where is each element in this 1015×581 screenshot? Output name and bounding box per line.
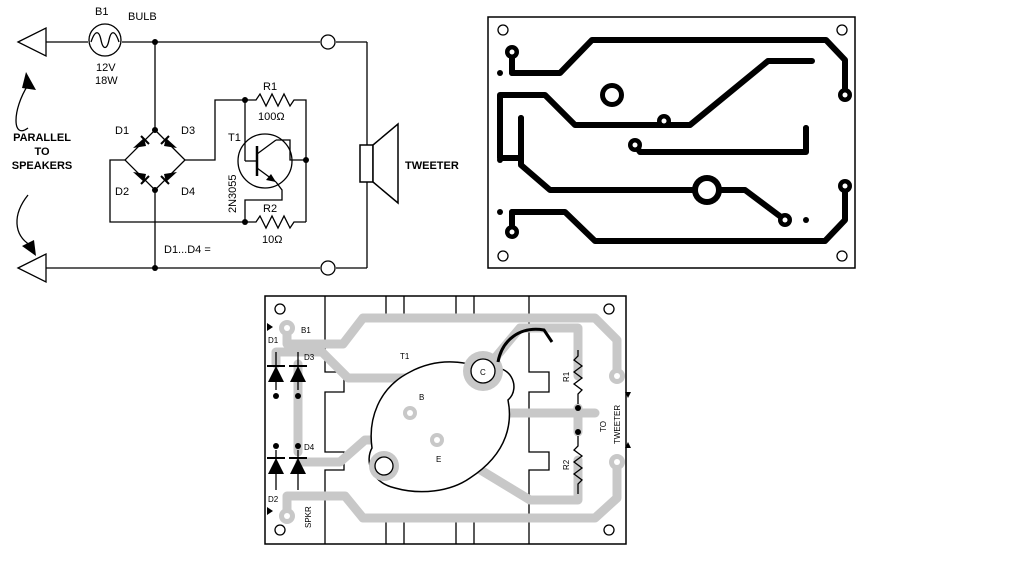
layout-label-tweeter: TWEETER — [613, 405, 622, 444]
layout-label-d4: D4 — [304, 443, 315, 452]
layout-label-d1: D1 — [268, 336, 279, 345]
marker-spkr — [267, 507, 273, 515]
output-terminal-bottom — [320, 260, 336, 276]
label-d4: D4 — [181, 186, 195, 198]
tweeter-label: TWEETER — [405, 160, 459, 172]
transistor-part: 2N3055 — [227, 174, 239, 213]
pad-base-hole — [407, 410, 413, 416]
pcb-track-view — [487, 16, 856, 269]
marker-b1 — [267, 323, 273, 331]
mount-hole — [274, 524, 286, 536]
bulb-ref: B1 — [95, 6, 108, 18]
layout-r1 — [572, 350, 584, 404]
edge-pads — [279, 320, 625, 524]
arrow-curve-bottom — [16, 194, 31, 246]
mount-hole — [497, 24, 509, 36]
r2-resistor — [245, 214, 306, 230]
label-d2: D2 — [115, 186, 129, 198]
pcb-pads — [497, 45, 852, 239]
bulb-voltage: 12V — [96, 62, 116, 74]
r1-resistor — [245, 92, 307, 222]
pad-collector-ring — [470, 358, 496, 384]
r1-ref: R1 — [263, 81, 277, 93]
layout-label-d3: D3 — [304, 353, 315, 362]
speaker-terminal-top — [16, 26, 47, 58]
bulb-symbol — [88, 23, 122, 57]
diode-note: D1...D4 = — [164, 244, 211, 256]
bridge-left-wire — [109, 159, 245, 223]
arrow-head-top — [22, 72, 36, 90]
r2-ref: R2 — [263, 203, 277, 215]
bulb-label: BULB — [128, 11, 157, 23]
label-d1: D1 — [115, 125, 129, 137]
transistor-outline — [368, 361, 515, 493]
output-terminal-top — [320, 34, 336, 50]
junction-dot — [575, 405, 581, 411]
layout-diodes — [267, 352, 307, 490]
mount-hole — [603, 524, 615, 536]
layout-label-b: B — [419, 393, 424, 402]
r2-value: 10Ω — [262, 234, 282, 246]
copper-tracks — [497, 37, 848, 244]
mount-hole — [497, 250, 509, 262]
mount-hole — [836, 24, 848, 36]
mount-hole — [603, 303, 615, 315]
collector-lead — [496, 327, 554, 363]
layout-label-to: TO — [599, 421, 608, 432]
layout-r2 — [572, 436, 584, 494]
marker-tweeter-bottom — [625, 442, 631, 448]
side-label-line-3: SPEAKERS — [12, 160, 73, 172]
pad-mount-ring — [374, 456, 394, 476]
layout-label-spkr: SPKR — [304, 506, 313, 528]
layout-label-r2: R2 — [562, 459, 571, 470]
pcb-component-layout: B1 D1 D3 D4 D2 T1 C B E R1 R2 SPKR TO TW… — [264, 295, 631, 545]
tweeter-symbol — [359, 122, 399, 205]
mount-hole — [274, 303, 286, 315]
label-d3: D3 — [181, 125, 195, 137]
schematic: B1 BULB 12V 18W — [12, 6, 459, 284]
mount-hole — [836, 250, 848, 262]
layout-label-b1: B1 — [301, 326, 311, 335]
bridge-right-wire — [185, 99, 245, 161]
arrow-head-bottom — [22, 240, 36, 256]
side-label-line-1: PARALLEL — [13, 132, 71, 144]
side-label-line-2: TO — [34, 146, 50, 158]
layout-label-t1: T1 — [400, 352, 410, 361]
diode-bridge — [124, 129, 186, 191]
layout-label-r1: R1 — [562, 371, 571, 382]
pcb-board-outline — [487, 16, 856, 269]
marker-tweeter-top — [625, 392, 631, 398]
layout-label-d2: D2 — [268, 495, 279, 504]
transistor-ref: T1 — [228, 132, 241, 144]
bulb-power: 18W — [95, 75, 118, 87]
transistor-symbol — [237, 100, 306, 222]
layout-label-e: E — [436, 455, 441, 464]
junction-dot — [575, 429, 581, 435]
pad-emitter-hole — [434, 437, 440, 443]
arrow-curve-top — [15, 84, 29, 132]
r1-value: 100Ω — [258, 111, 285, 123]
layout-label-c: C — [480, 368, 486, 377]
speaker-terminal-bottom — [16, 252, 47, 284]
